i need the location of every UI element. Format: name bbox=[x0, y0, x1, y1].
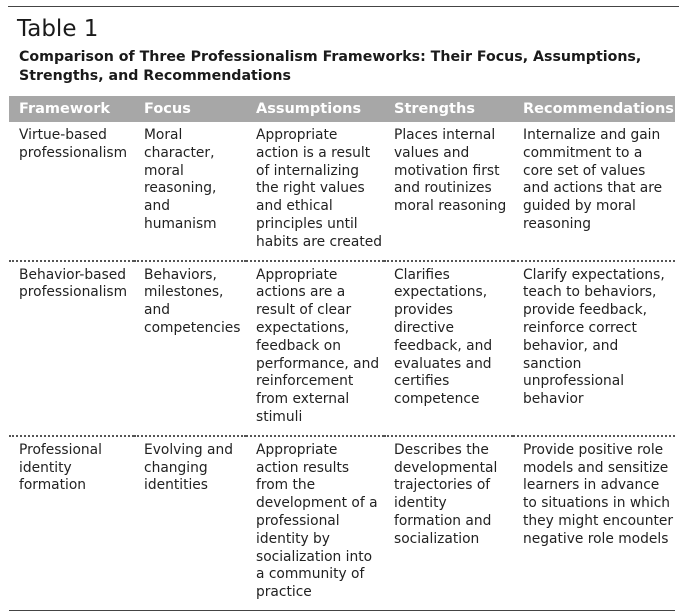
cell-recommendations: Clarify expectations, teach to behaviors… bbox=[513, 260, 675, 437]
cell-text: Clarifies expectations, provides directi… bbox=[394, 266, 493, 408]
cell-framework: Professional identity formation bbox=[9, 435, 134, 611]
cell-focus: Moral character, moral reasoning, and hu… bbox=[134, 122, 246, 262]
cell-text: Appropriate actions are a result of clea… bbox=[256, 266, 380, 425]
cell-framework: Behavior-based professionalism bbox=[9, 260, 134, 437]
cell-assumptions: Appropriate action is a result of intern… bbox=[246, 122, 384, 262]
column-header-recommendations: Recommendations bbox=[513, 96, 675, 122]
cell-text: Describes the developmental trajectories… bbox=[394, 441, 498, 547]
cell-strengths: Describes the developmental trajectories… bbox=[384, 435, 513, 611]
cell-text: Virtue-based professionalism bbox=[19, 127, 128, 161]
cell-text: Places internal values and motivation fi… bbox=[394, 127, 507, 215]
cell-focus: Behaviors, milestones, and competencies bbox=[134, 260, 246, 437]
cell-strengths: Places internal values and motivation fi… bbox=[384, 122, 513, 262]
cell-text: Evolving and changing identities bbox=[144, 441, 233, 494]
cell-focus: Evolving and changing identities bbox=[134, 435, 246, 611]
cell-text: Appropriate action results from the deve… bbox=[256, 441, 378, 601]
cell-assumptions: Appropriate action results from the deve… bbox=[246, 435, 384, 611]
table-row: Virtue-based professionalism Moral chara… bbox=[9, 122, 675, 262]
frameworks-table: Framework Focus Assumptions Strengths Re… bbox=[9, 96, 675, 611]
frameworks-table-container: Framework Focus Assumptions Strengths Re… bbox=[9, 96, 675, 611]
cell-framework: Virtue-based professionalism bbox=[9, 122, 134, 262]
column-header-strengths: Strengths bbox=[384, 96, 513, 122]
cell-text: Behavior-based professionalism bbox=[19, 266, 128, 301]
table-caption: Comparison of Three Professionalism Fram… bbox=[19, 49, 642, 84]
cell-assumptions: Appropriate actions are a result of clea… bbox=[246, 260, 384, 437]
table-header-row: Framework Focus Assumptions Strengths Re… bbox=[9, 96, 675, 122]
column-header-assumptions: Assumptions bbox=[246, 96, 384, 122]
cell-text: Professional identity formation bbox=[19, 441, 102, 494]
column-header-focus: Focus bbox=[134, 96, 246, 122]
cell-text: Moral character, moral reasoning, and hu… bbox=[144, 127, 217, 232]
cell-text: Internalize and gain commitment to a cor… bbox=[523, 127, 663, 232]
table-row: Behavior-based professionalism Behaviors… bbox=[9, 260, 675, 437]
cell-text: Behaviors, milestones, and competencies bbox=[144, 266, 241, 336]
table-row: Professional identity formation Evolving… bbox=[9, 435, 675, 611]
cell-text: Appropriate action is a result of intern… bbox=[256, 127, 383, 250]
cell-recommendations: Internalize and gain commitment to a cor… bbox=[513, 122, 675, 262]
cell-text: Provide positive role models and sensiti… bbox=[523, 441, 674, 547]
cell-text: Clarify expectations, teach to behaviors… bbox=[523, 266, 665, 408]
document-page: Table 1 Comparison of Three Professional… bbox=[8, 6, 679, 611]
table-label: Table 1 bbox=[17, 16, 99, 42]
top-rule bbox=[8, 6, 679, 7]
column-header-framework: Framework bbox=[9, 96, 134, 122]
cell-recommendations: Provide positive role models and sensiti… bbox=[513, 435, 675, 611]
cell-strengths: Clarifies expectations, provides directi… bbox=[384, 260, 513, 437]
